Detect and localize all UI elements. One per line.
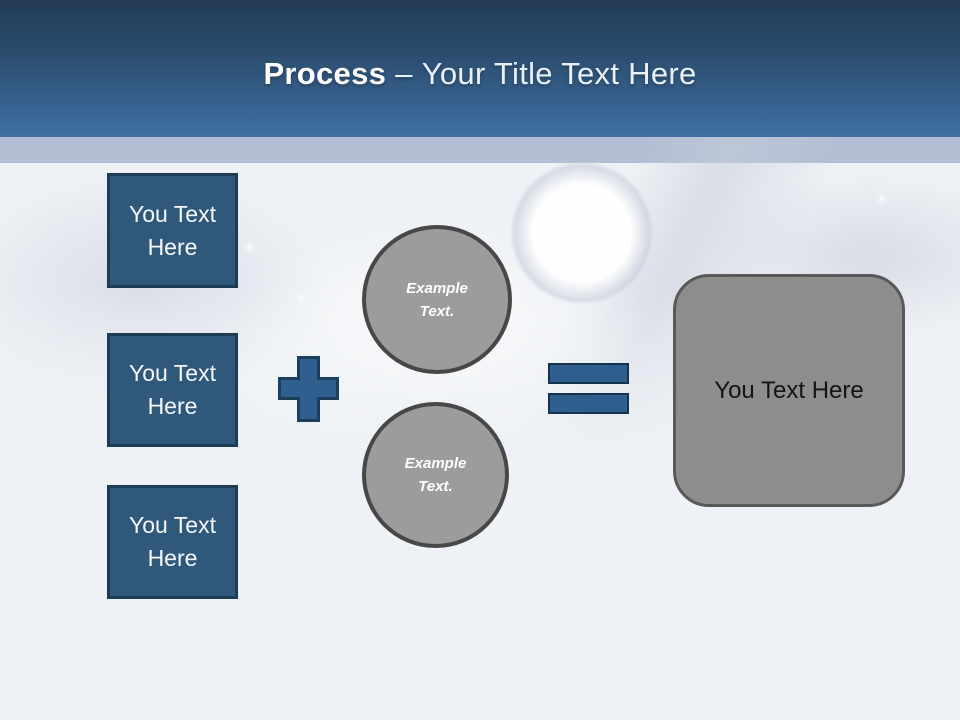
- input-box-1-label: You Text Here: [129, 200, 216, 260]
- input-box-2[interactable]: You Text Here: [107, 333, 238, 447]
- slide-title-rest: Your Title Text Here: [421, 56, 697, 91]
- sparkle-icon: [248, 245, 252, 249]
- example-circle-2-label: Example Text.: [404, 455, 467, 495]
- input-box-2-label: You Text Here: [129, 360, 216, 419]
- example-circle-1[interactable]: Example Text.: [362, 225, 512, 374]
- input-box-3[interactable]: You Text Here: [107, 485, 238, 599]
- equals-icon[interactable]: [548, 393, 629, 414]
- slide-title-keyword: Process: [263, 56, 387, 91]
- example-circle-1-label: Example Text.: [406, 279, 468, 320]
- example-circle-2[interactable]: Example Text.: [362, 402, 509, 548]
- equals-icon[interactable]: [548, 363, 629, 384]
- input-box-3-label: You Text Here: [129, 512, 216, 571]
- input-box-1[interactable]: You Text Here: [107, 173, 238, 288]
- plus-icon[interactable]: [277, 355, 340, 423]
- slide-title[interactable]: Process–Your Title Text Here: [0, 56, 960, 92]
- slide-title-dash: –: [395, 56, 413, 91]
- result-box[interactable]: You Text Here: [673, 274, 905, 507]
- sparkle-icon: [300, 297, 303, 300]
- sparkle-icon: [880, 197, 883, 200]
- header-banner: [0, 0, 960, 137]
- result-box-label: You Text Here: [714, 376, 864, 404]
